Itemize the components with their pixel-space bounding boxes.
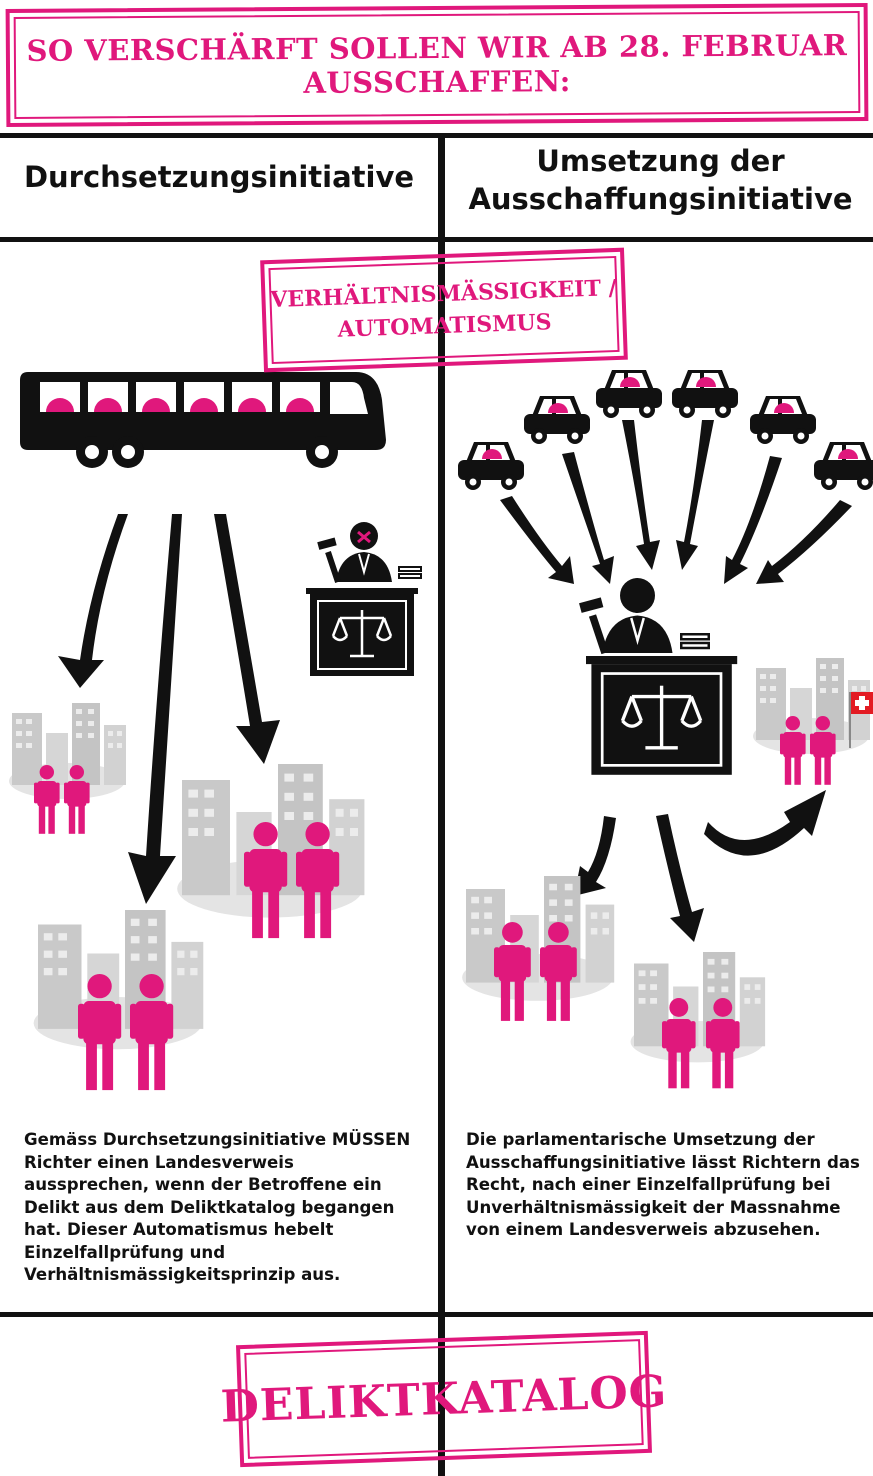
center-stamp-line1: VERHÄLTNISMÄSSIGKEIT /: [269, 274, 617, 314]
left-description: Gemäss Durchsetzungsinitiative MÜSSEN Ri…: [24, 1130, 411, 1284]
car-icon: [672, 370, 738, 418]
right-description: Die parlamentarische Umsetzung der Aussc…: [466, 1130, 860, 1239]
car-icon: [750, 396, 816, 444]
arrow-icon: [704, 790, 826, 856]
scales-icon: [584, 654, 739, 777]
car-icon: [596, 370, 662, 418]
car-icon: [814, 442, 873, 490]
right-heading-line2: Ausschaffungsinitiative: [468, 182, 853, 216]
bottom-stamp-label: DELIKTKATALOG: [219, 1365, 669, 1433]
arrow-icon: [58, 514, 280, 904]
swiss-flag-icon: [849, 692, 873, 748]
divider-top: [0, 133, 873, 138]
car-icon: [524, 396, 590, 444]
center-stamp: VERHÄLTNISMÄSSIGKEIT / AUTOMATISMUS: [260, 247, 628, 373]
judge-icon: [579, 578, 710, 653]
scales-icon: [304, 586, 420, 678]
left-heading: Durchsetzungsinitiative: [23, 160, 415, 194]
arrow-icon: [500, 420, 852, 584]
divider-center: [438, 133, 445, 1476]
right-heading: Umsetzung der Ausschaffungsinitiative: [448, 142, 873, 218]
divider-header: [0, 237, 873, 242]
center-stamp-line2: AUTOMATISMUS: [337, 309, 552, 343]
bottom-stamp: DELIKTKATALOG: [220, 1330, 668, 1468]
car-icon: [458, 442, 524, 490]
city-icon: [630, 952, 766, 1063]
city-icon: [462, 876, 615, 1001]
right-heading-line1: Umsetzung der: [536, 144, 785, 178]
judge-icon: [317, 522, 422, 582]
arrow-icon: [574, 814, 704, 942]
divider-bottom: [0, 1312, 873, 1317]
bus-icon: [20, 372, 386, 468]
